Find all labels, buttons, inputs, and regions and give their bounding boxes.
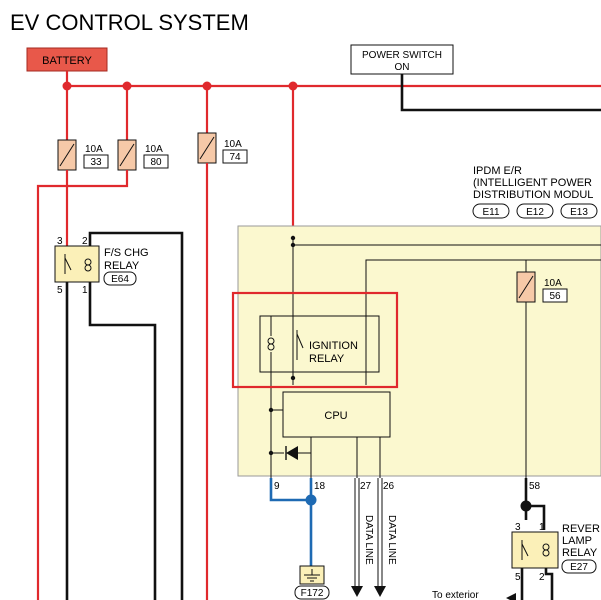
fuse-74-num-box <box>222 149 248 164</box>
ipdm-conn-3: E13 <box>570 207 588 218</box>
fuse-80-out <box>36 170 129 600</box>
ground-connector <box>294 585 330 600</box>
power-switch-box <box>350 44 454 75</box>
fuse-56-number: 56 <box>549 291 561 302</box>
data-line-label-26: DATA LINE <box>386 515 397 565</box>
fs-chg-connector <box>103 271 137 286</box>
fuse-74-element <box>199 136 215 160</box>
ipdm-conn-2: E12 <box>526 207 544 218</box>
reverse-lamp-relay <box>511 531 559 569</box>
fs-chg-ground-wire <box>88 282 157 600</box>
pin-27: 27 <box>360 481 372 492</box>
reverse-relay-pin-2: 2 <box>539 572 545 583</box>
ipdm-label-1: IPDM E/R <box>473 165 522 177</box>
ipdm-module <box>237 225 601 477</box>
ignition-relay-box <box>259 315 380 373</box>
fuse-33-number: 33 <box>90 157 102 168</box>
fs-chg-pin-3: 3 <box>57 236 63 247</box>
to-exterior-label: To exterior <box>432 590 479 600</box>
power-switch-label-2: ON <box>395 62 410 73</box>
data-line-label-27: DATA LINE <box>363 515 374 565</box>
diagram-title: EV CONTROL SYSTEM <box>10 10 249 35</box>
junction-dot <box>290 235 296 241</box>
ignition-relay-label-1: IGNITION <box>309 340 358 352</box>
data-line-27-cable <box>354 478 360 588</box>
fs-chg-relay <box>54 245 100 283</box>
ipdm-connector-3 <box>560 203 598 219</box>
fuse-56-element <box>518 275 534 299</box>
fuse-80-rating: 10A <box>145 144 163 155</box>
ipdm-conn-1: E11 <box>482 207 499 218</box>
junction-dot <box>290 242 296 248</box>
ignition-coil <box>267 343 275 351</box>
ipdm-internal-bus-2 <box>365 259 601 385</box>
reverse-relay-connector <box>561 559 597 574</box>
fs-chg-coil-wire <box>88 231 184 600</box>
ignition-relay-highlight <box>231 291 399 389</box>
reverse-relay-coil-feed <box>526 504 546 530</box>
fs-chg-pin-1: 1 <box>82 285 88 296</box>
fs-chg-pin-5: 5 <box>57 285 63 296</box>
fuse-80-number: 80 <box>150 157 162 168</box>
ignition-contact <box>296 330 304 360</box>
ground-symbol <box>304 569 320 582</box>
pin-18: 18 <box>314 481 326 492</box>
cpu-box <box>282 391 391 438</box>
reverse-relay-pin-3: 3 <box>515 522 521 533</box>
reverse-relay-label-3: RELAY <box>562 547 598 559</box>
reverse-relay-coil <box>542 549 550 557</box>
pin-58: 58 <box>529 481 541 492</box>
fuse-56-num-box <box>542 288 568 303</box>
fs-chg-pin-2: 2 <box>82 236 88 247</box>
reverse-relay-pin-1: 1 <box>539 522 545 533</box>
reverse-relay-contact <box>521 540 529 560</box>
battery-label: BATTERY <box>42 55 92 67</box>
reverse-relay-label-2: LAMP <box>562 535 592 547</box>
ipdm-connector-1 <box>472 203 510 219</box>
pin-9: 9 <box>274 481 280 492</box>
reverse-relay-conn-id: E27 <box>570 562 588 573</box>
reverse-relay-pin-5: 5 <box>515 572 521 583</box>
ignition-relay-label-2: RELAY <box>309 353 345 365</box>
reverse-relay-ground <box>544 568 554 600</box>
data-line-27-arrow <box>351 586 363 597</box>
power-switch-line <box>400 74 601 112</box>
fs-chg-coil <box>84 264 92 272</box>
fuse-80-element <box>119 143 135 167</box>
junction-dot <box>290 375 296 381</box>
ground-conn-id: F172 <box>301 588 324 599</box>
fuse-74-number: 74 <box>229 152 241 163</box>
battery-power-bus <box>65 71 601 88</box>
fuse-33-num-box <box>83 154 109 169</box>
fuse-74-rating: 10A <box>224 139 242 150</box>
fuse-56-rating: 10A <box>544 278 562 289</box>
splice-dot <box>305 494 317 506</box>
fuse-33-element <box>59 143 75 167</box>
fs-chg-label-2: RELAY <box>104 260 140 272</box>
pin-9-wire <box>269 478 311 502</box>
fs-chg-conn-id: E64 <box>111 274 129 285</box>
fuse-33-rating: 10A <box>85 144 103 155</box>
to-exterior-arrow <box>506 593 516 600</box>
pin-26: 26 <box>383 481 395 492</box>
ipdm-connector-2 <box>516 203 554 219</box>
reverse-relay-label-1: REVER <box>562 523 600 535</box>
data-line-26-cable <box>377 478 383 588</box>
ipdm-label-3: DISTRIBUTION MODUL <box>473 189 593 201</box>
fs-chg-label-1: F/S CHG <box>104 247 149 259</box>
cpu-label: CPU <box>324 410 347 422</box>
power-switch-label-1: POWER SWITCH <box>362 50 442 61</box>
fs-chg-contact-arm <box>64 257 72 271</box>
diode <box>286 446 298 460</box>
fuse-80-num-box <box>143 154 169 169</box>
data-line-26-arrow <box>374 586 386 597</box>
ipdm-label-2: (INTELLIGENT POWER <box>473 177 592 189</box>
